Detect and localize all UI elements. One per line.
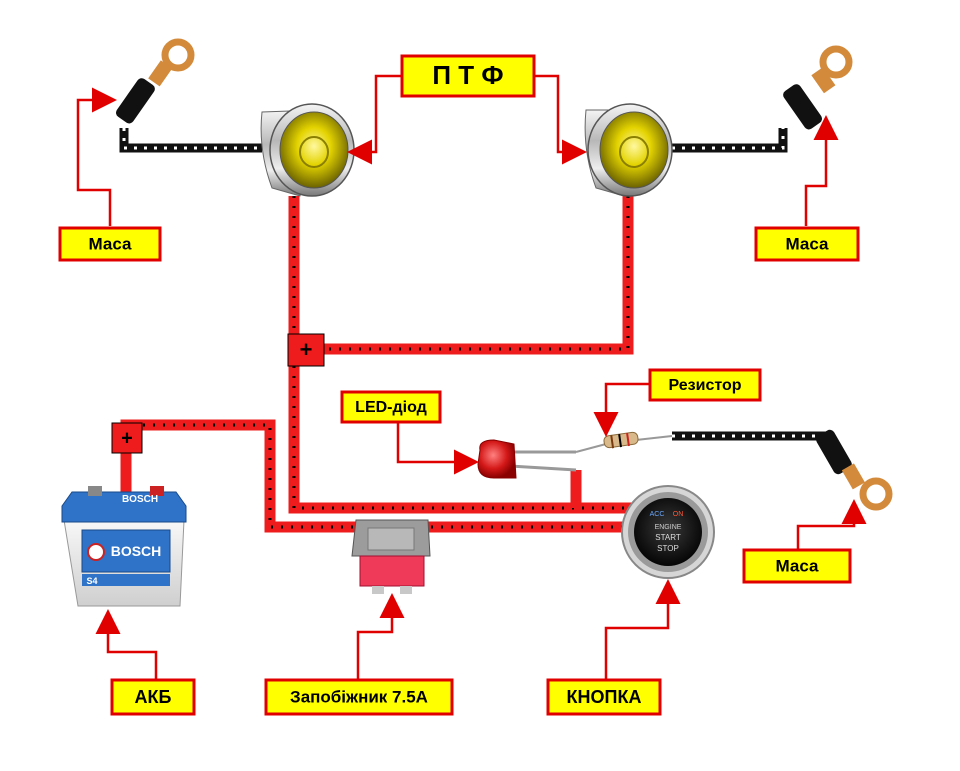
- ground-wire-left: [119, 128, 262, 153]
- akb-text: АКБ: [135, 687, 172, 707]
- wire-right-lamp-to-junction: [294, 196, 634, 355]
- resistor: [575, 431, 673, 453]
- label-ptf: П Т Ф: [400, 54, 536, 98]
- ptf-text: П Т Ф: [432, 60, 503, 90]
- label-fuse: Запобіжник 7.5А: [264, 678, 454, 716]
- button-start-text: START: [655, 533, 681, 542]
- ground-terminal-bottom: [816, 429, 893, 511]
- led-diode: [477, 439, 577, 479]
- button-stop-text: STOP: [657, 544, 679, 553]
- label-akb: АКБ: [110, 678, 196, 716]
- button-acc-text: ACC: [650, 511, 665, 518]
- junction-plus-battery: +: [111, 422, 143, 454]
- led-text: LED-діод: [355, 399, 427, 416]
- ground-terminal-right: [783, 45, 853, 130]
- positive-wires: [120, 196, 634, 533]
- label-resistor: Резистор: [648, 368, 762, 402]
- button-text: КНОПКА: [567, 687, 642, 707]
- masa-left-text: Маса: [89, 234, 132, 253]
- fog-lamp-right: [584, 103, 673, 197]
- fuse: [351, 519, 431, 594]
- button-on-text: ON: [673, 511, 684, 518]
- label-masa-right: Маса: [754, 226, 860, 262]
- masa-right-text: Маса: [786, 234, 829, 253]
- fog-lamp-left: [260, 103, 355, 197]
- label-masa-bottom: Маса: [742, 548, 852, 584]
- junction-plus-center: +: [287, 333, 325, 367]
- battery-brand-top: BOSCH: [122, 494, 158, 505]
- fuse-text: Запобіжник 7.5А: [290, 687, 428, 706]
- car-battery: BOSCH BOSCH S4: [61, 486, 187, 607]
- ground-terminal-left: [116, 38, 195, 124]
- plus-sign: +: [300, 337, 313, 362]
- label-masa-left: Маса: [58, 226, 162, 262]
- masa-bottom-text: Маса: [776, 556, 819, 575]
- label-led: LED-діод: [340, 390, 442, 424]
- ground-wire-right: [672, 128, 788, 153]
- battery-model: S4: [86, 576, 97, 586]
- battery-brand-front: BOSCH: [111, 543, 162, 559]
- engine-start-stop-button: ACC ON ENGINE START STOP: [621, 485, 715, 579]
- button-engine-text: ENGINE: [655, 524, 682, 531]
- resistor-text: Резистор: [668, 377, 741, 394]
- label-button: КНОПКА: [546, 678, 662, 716]
- plus-sign: +: [121, 427, 133, 449]
